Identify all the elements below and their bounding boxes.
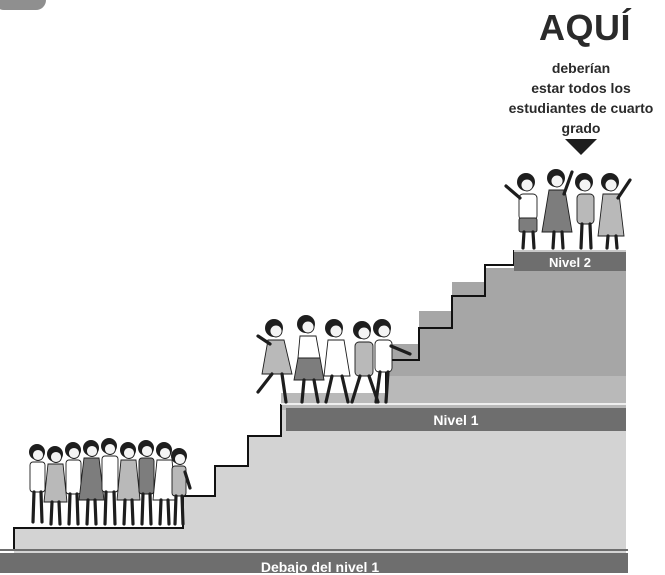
- student-figure: [373, 319, 412, 404]
- level1-block: [281, 376, 626, 410]
- level1-label: Nivel 1: [433, 412, 479, 428]
- down-triangle-icon: [565, 139, 597, 155]
- student-figure: [256, 319, 293, 404]
- below-level1-bar: [0, 553, 628, 573]
- page-title: AQUÍ: [539, 7, 631, 48]
- student-figure: [171, 448, 192, 526]
- student-figure: [293, 315, 325, 404]
- student-figure: [101, 438, 119, 526]
- level2-bar: [514, 250, 626, 271]
- subtitle: deberían estar todos los estudiantes de …: [478, 58, 665, 138]
- student-figure: [29, 444, 46, 524]
- students-group-level2: [504, 169, 632, 250]
- student-figure: [575, 173, 595, 250]
- subtitle-line-4: grado: [561, 120, 601, 136]
- stair-outline-upper: [385, 250, 515, 392]
- corner-tab: [0, 0, 46, 10]
- students-group-level1: [256, 315, 412, 404]
- student-figure: [597, 173, 632, 250]
- student-figure: [541, 169, 574, 250]
- upper-staircase: [386, 250, 626, 376]
- subtitle-line-3: estudiantes de cuarto: [508, 100, 654, 116]
- lower-staircase: [14, 410, 626, 559]
- students-group-below: [29, 438, 192, 526]
- stair-outline: [13, 404, 282, 549]
- subtitle-line-2: estar todos los: [531, 80, 631, 96]
- student-figure: [43, 446, 68, 526]
- student-figure: [504, 173, 538, 250]
- level2-label: Nivel 2: [549, 255, 591, 270]
- below-level1-label: Debajo del nivel 1: [260, 559, 380, 575]
- level1-bar: [286, 408, 626, 431]
- student-figure: [65, 442, 82, 526]
- student-figure: [152, 442, 177, 526]
- student-figure: [323, 319, 351, 404]
- subtitle-line-1: deberían: [551, 60, 611, 76]
- student-figure: [78, 440, 105, 526]
- student-figure: [138, 440, 155, 526]
- student-figure: [116, 442, 141, 526]
- student-figure: [350, 321, 380, 404]
